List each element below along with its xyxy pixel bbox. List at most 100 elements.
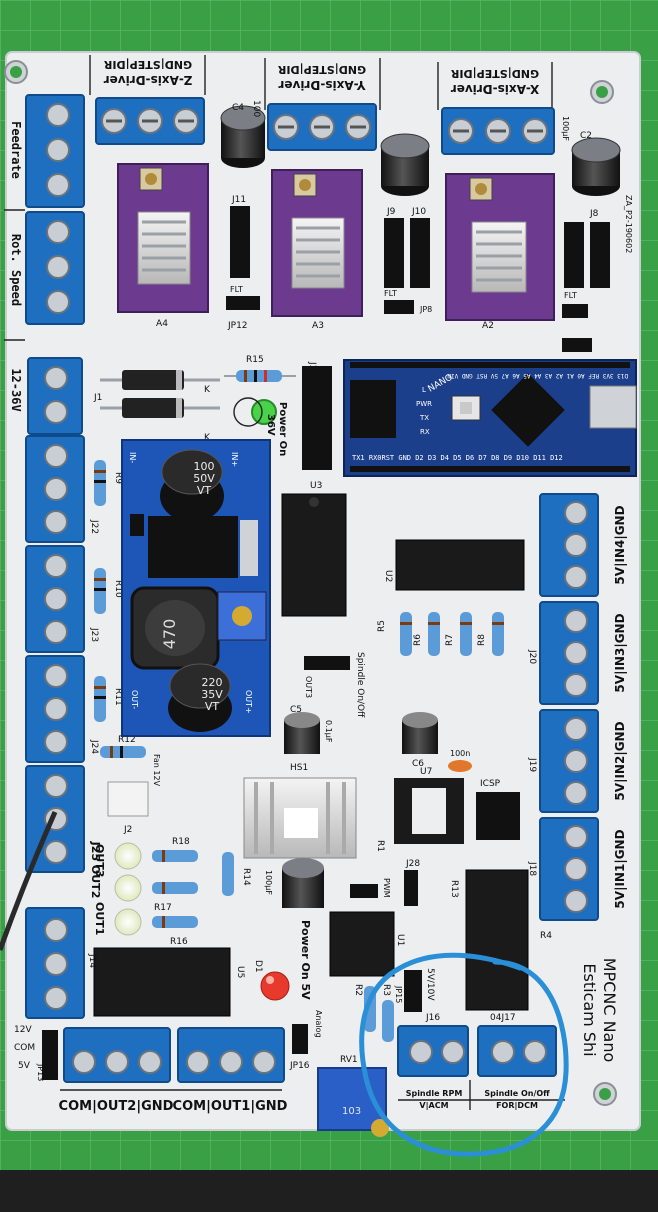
terminal-in2 (539, 709, 599, 813)
j16-label: J16 (425, 1013, 440, 1023)
fan-label: Fan 12V (152, 754, 161, 787)
driver-z-label: A4 (156, 319, 168, 329)
r17-label: R17 (154, 903, 172, 913)
resistor-r7 (460, 612, 472, 656)
zm-label: ZA_P2-190602 (624, 195, 633, 253)
jumper-jp3 (562, 338, 592, 352)
terminal-in3 (539, 601, 599, 705)
header-j3 (302, 366, 332, 470)
y-driver-label: Y-Axis-Driver GND|STEP|DIR (277, 63, 366, 92)
terminal-y (267, 103, 377, 151)
y-driver-title: Y-Axis-Driver (278, 78, 366, 92)
in1-label: 5V|IN1|GND (613, 829, 627, 908)
terminal-spindle-dir (477, 1025, 557, 1077)
in2-label: 5V|IN2|GND (613, 721, 627, 800)
jumper-jp4 (562, 304, 588, 318)
icsp-header (476, 792, 520, 840)
spindle-dir-title: Spindle On/Off (484, 1089, 550, 1098)
capacitor-c4 (220, 105, 266, 168)
terminal-power-in (27, 357, 83, 435)
r8-label: R8 (477, 634, 487, 646)
jumper-jp13 (42, 1030, 58, 1080)
diode-2 (100, 398, 220, 418)
probe-wire (0, 810, 58, 951)
jumper-jp12 (226, 296, 260, 310)
nano-led-pwr: PWR (416, 400, 432, 408)
j3-label: J3 (307, 361, 317, 370)
in3-label: 5V|IN3|GND (613, 613, 627, 692)
u1-label: U1 (395, 934, 405, 946)
c5-value: 0.1µF (324, 720, 333, 743)
capacitor-bottom (282, 858, 324, 908)
j18-label: J18 (527, 861, 537, 876)
nano-led-rx: RX (420, 428, 430, 436)
j23-label: J23 (89, 627, 99, 642)
analog-label: Analog (314, 1010, 323, 1038)
highlight-circle (359, 952, 569, 1157)
r5-label: R5 (377, 620, 387, 632)
flt-label-2: FLT (384, 289, 397, 298)
resistor-r11 (94, 676, 106, 722)
resistor-r6 (428, 612, 440, 656)
mount-hole (596, 86, 608, 98)
spindle-rpm-pins: V|ACM (419, 1101, 448, 1110)
in4-label: 5V|IN4|GND (613, 505, 627, 584)
jp12-label: JP12 (227, 321, 248, 331)
driver-x-label: A2 (482, 321, 494, 331)
jp15-label: JP15 (394, 985, 403, 1003)
c100n-label: 100n (450, 749, 470, 758)
green-led-ring (233, 397, 263, 427)
driver-module-y (271, 169, 363, 317)
flt-label-3: FLT (564, 291, 577, 300)
terminal-spindle-rpm (397, 1025, 469, 1077)
jumper-jp15 (404, 970, 422, 1012)
terminal-z (95, 97, 205, 145)
resistor-r15 (224, 370, 296, 382)
buck-cap-bottom-2: 35V (201, 688, 223, 701)
out3-label: OUT3 (93, 844, 106, 877)
out2-label: J25 OUT2 (89, 841, 102, 899)
c2-value: 100µF (561, 116, 570, 141)
letterbox-bar (0, 1170, 658, 1212)
buck-converter (121, 439, 271, 737)
feedrate-label: Feedrate (9, 121, 23, 179)
v36-label: 36V (265, 414, 276, 436)
r10-label: R10 (113, 580, 123, 598)
driver-module-x (445, 173, 555, 321)
brand-line1: MPCNC Nano (600, 958, 619, 1063)
ic-u7-socket (394, 778, 464, 844)
bottom-header-out2: COM|OUT2|GND (59, 1099, 174, 1114)
spindle-onoff-small: Spindle On/Off (355, 652, 365, 718)
u2-label: U2 (383, 570, 393, 582)
jp8-label: JP8 (419, 305, 432, 314)
fan-connector-j2 (107, 781, 149, 817)
selector-ref: JP13 (36, 1063, 45, 1081)
d1-label: D1 (253, 960, 263, 973)
z-driver-title: Z-Axis-Driver (104, 73, 193, 87)
terminal-out2-bottom (63, 1027, 171, 1083)
potentiometer-rv1 (317, 1067, 389, 1137)
nano-bottom-pins: TX1 RX0RST GND D2 D3 D4 D5 D6 D7 D8 D9 D… (352, 454, 563, 462)
terminal-rot-speed (25, 211, 85, 325)
ic-u1 (329, 911, 395, 977)
terminal-in4 (539, 493, 599, 597)
c4-label: C4 (232, 103, 244, 113)
white-led-out2 (114, 874, 142, 902)
out3-small-label: OUT3 (304, 676, 313, 698)
flt-label-1: FLT (230, 285, 243, 294)
r3-label: R3 (381, 984, 391, 996)
j19-label: J19 (527, 757, 537, 772)
k-label-2: K (204, 433, 211, 443)
spindle-rpm-title: Spindle RPM (406, 1089, 463, 1098)
diode-1 (100, 370, 220, 390)
k-label-1: K (204, 385, 211, 395)
mount-hole (599, 1088, 611, 1100)
v5-10-label: 5V/10V (425, 968, 435, 1001)
resistor-r14 (222, 852, 234, 896)
rv1-value: 103 (342, 1106, 361, 1117)
terminal-feedrate (25, 94, 85, 208)
spindle-dir-pins: FOR|DCM (496, 1101, 538, 1110)
buck-in-plus: IN+ (230, 452, 239, 467)
ic-right (465, 869, 529, 1011)
